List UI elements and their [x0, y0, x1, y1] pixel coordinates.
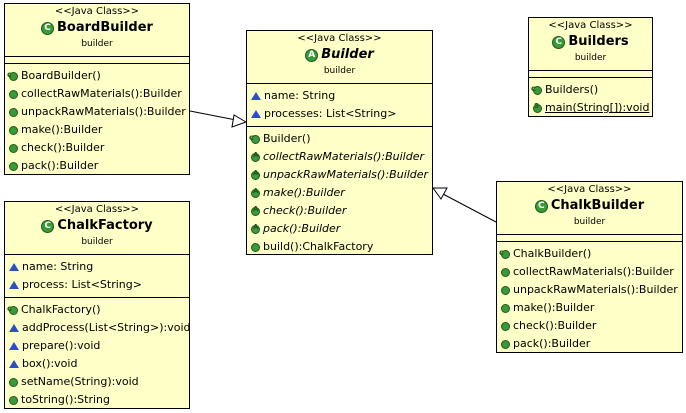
- class-name: ChalkBuilder: [550, 198, 645, 213]
- package-label: builder: [81, 39, 113, 49]
- method-row: Builder(): [247, 129, 432, 148]
- constructor-icon: [531, 80, 542, 98]
- method-row: check():Builder: [497, 317, 682, 335]
- method-row: Builders(): [529, 80, 652, 99]
- method-row: prepare():void: [5, 337, 189, 355]
- method-row: unpackRawMaterials():Builder: [247, 164, 432, 184]
- abstract-method-icon: [251, 164, 260, 182]
- package-label: builder: [573, 217, 606, 227]
- stereotype-label: <<Java Class>>: [548, 20, 633, 31]
- edge-boardbuilder-to-builder: [189, 110, 248, 128]
- method-row: unpackRawMaterials():Builder: [5, 103, 189, 121]
- abstract-method-icon: [251, 182, 260, 200]
- method-row: make():Builder: [247, 182, 432, 202]
- constructor-icon: [7, 66, 18, 84]
- class-name: BoardBuilder: [57, 20, 153, 35]
- class-name: Builders: [568, 34, 629, 49]
- method-row: pack():Builder: [247, 218, 432, 238]
- package-field-icon: [251, 110, 261, 118]
- method-row: unpackRawMaterials():Builder: [497, 281, 682, 299]
- method-row: main(String[]):void: [529, 97, 652, 117]
- method-row: make():Builder: [497, 299, 682, 317]
- method-row: collectRawMaterials():Builder: [5, 85, 189, 103]
- class-icon: C: [41, 219, 55, 233]
- abstract-method-icon: [251, 218, 260, 236]
- method-row: collectRawMaterials():Builder: [497, 263, 682, 281]
- class-icon: C: [41, 21, 55, 35]
- method-row: make():Builder: [5, 121, 189, 139]
- abstract-method-icon: [251, 200, 260, 218]
- abstract-method-icon: [251, 146, 260, 164]
- method-row: ChalkBuilder(): [497, 244, 682, 263]
- class-name: ChalkFactory: [57, 218, 153, 233]
- public-method-icon: [9, 161, 18, 171]
- abstract-class-icon: A: [305, 48, 319, 62]
- public-method-icon: [501, 285, 510, 295]
- constructor-icon: [249, 129, 260, 147]
- class-icon: C: [552, 35, 566, 49]
- public-method-icon: [9, 89, 18, 99]
- public-method-icon: [501, 267, 510, 277]
- package-method-icon: [9, 342, 19, 350]
- public-method-icon: [9, 107, 18, 117]
- method-row: BoardBuilder(): [5, 66, 189, 85]
- package-label: builder: [574, 53, 607, 63]
- static-method-icon: [533, 97, 542, 115]
- method-row: collectRawMaterials():Builder: [247, 146, 432, 166]
- constructor-icon: [7, 300, 18, 318]
- stereotype-label: <<Java Class>>: [547, 184, 632, 195]
- package-method-icon: [9, 360, 19, 368]
- stereotype-label: <<Java Class>>: [54, 204, 140, 215]
- package-field-icon: [251, 92, 261, 100]
- field-row: name: String: [247, 87, 432, 105]
- stereotype-label: <<Java Class>>: [297, 33, 382, 44]
- package-label: builder: [81, 237, 113, 247]
- public-method-icon: [501, 321, 510, 331]
- method-row: pack():Builder: [5, 157, 189, 175]
- field-row: name: String: [5, 258, 189, 276]
- field-row: process: List<String>: [5, 276, 189, 294]
- method-row: setName(String):void: [5, 373, 189, 391]
- stereotype-label: <<Java Class>>: [54, 6, 140, 17]
- public-method-icon: [251, 242, 260, 252]
- class-name: Builder: [321, 47, 374, 62]
- method-row: check():Builder: [247, 200, 432, 220]
- public-method-icon: [501, 339, 510, 349]
- public-method-icon: [9, 143, 18, 153]
- package-method-icon: [9, 324, 19, 332]
- package-label: builder: [323, 66, 356, 76]
- edge-chalkbuilder-to-builder: [432, 187, 497, 223]
- public-method-icon: [9, 377, 18, 387]
- method-row: build():ChalkFactory: [247, 238, 432, 256]
- method-row: ChalkFactory(): [5, 300, 189, 319]
- method-row: toString():String: [5, 391, 189, 409]
- package-field-icon: [9, 263, 19, 271]
- public-method-icon: [9, 395, 18, 405]
- public-method-icon: [501, 303, 510, 313]
- method-row: pack():Builder: [497, 335, 682, 353]
- method-row: check():Builder: [5, 139, 189, 157]
- field-row: processes: List<String>: [247, 105, 432, 123]
- constructor-icon: [499, 244, 510, 262]
- package-field-icon: [9, 281, 19, 289]
- method-row: box():void: [5, 355, 189, 373]
- method-row: addProcess(List<String>):void: [5, 319, 191, 337]
- public-method-icon: [9, 125, 18, 135]
- class-icon: C: [534, 199, 548, 213]
